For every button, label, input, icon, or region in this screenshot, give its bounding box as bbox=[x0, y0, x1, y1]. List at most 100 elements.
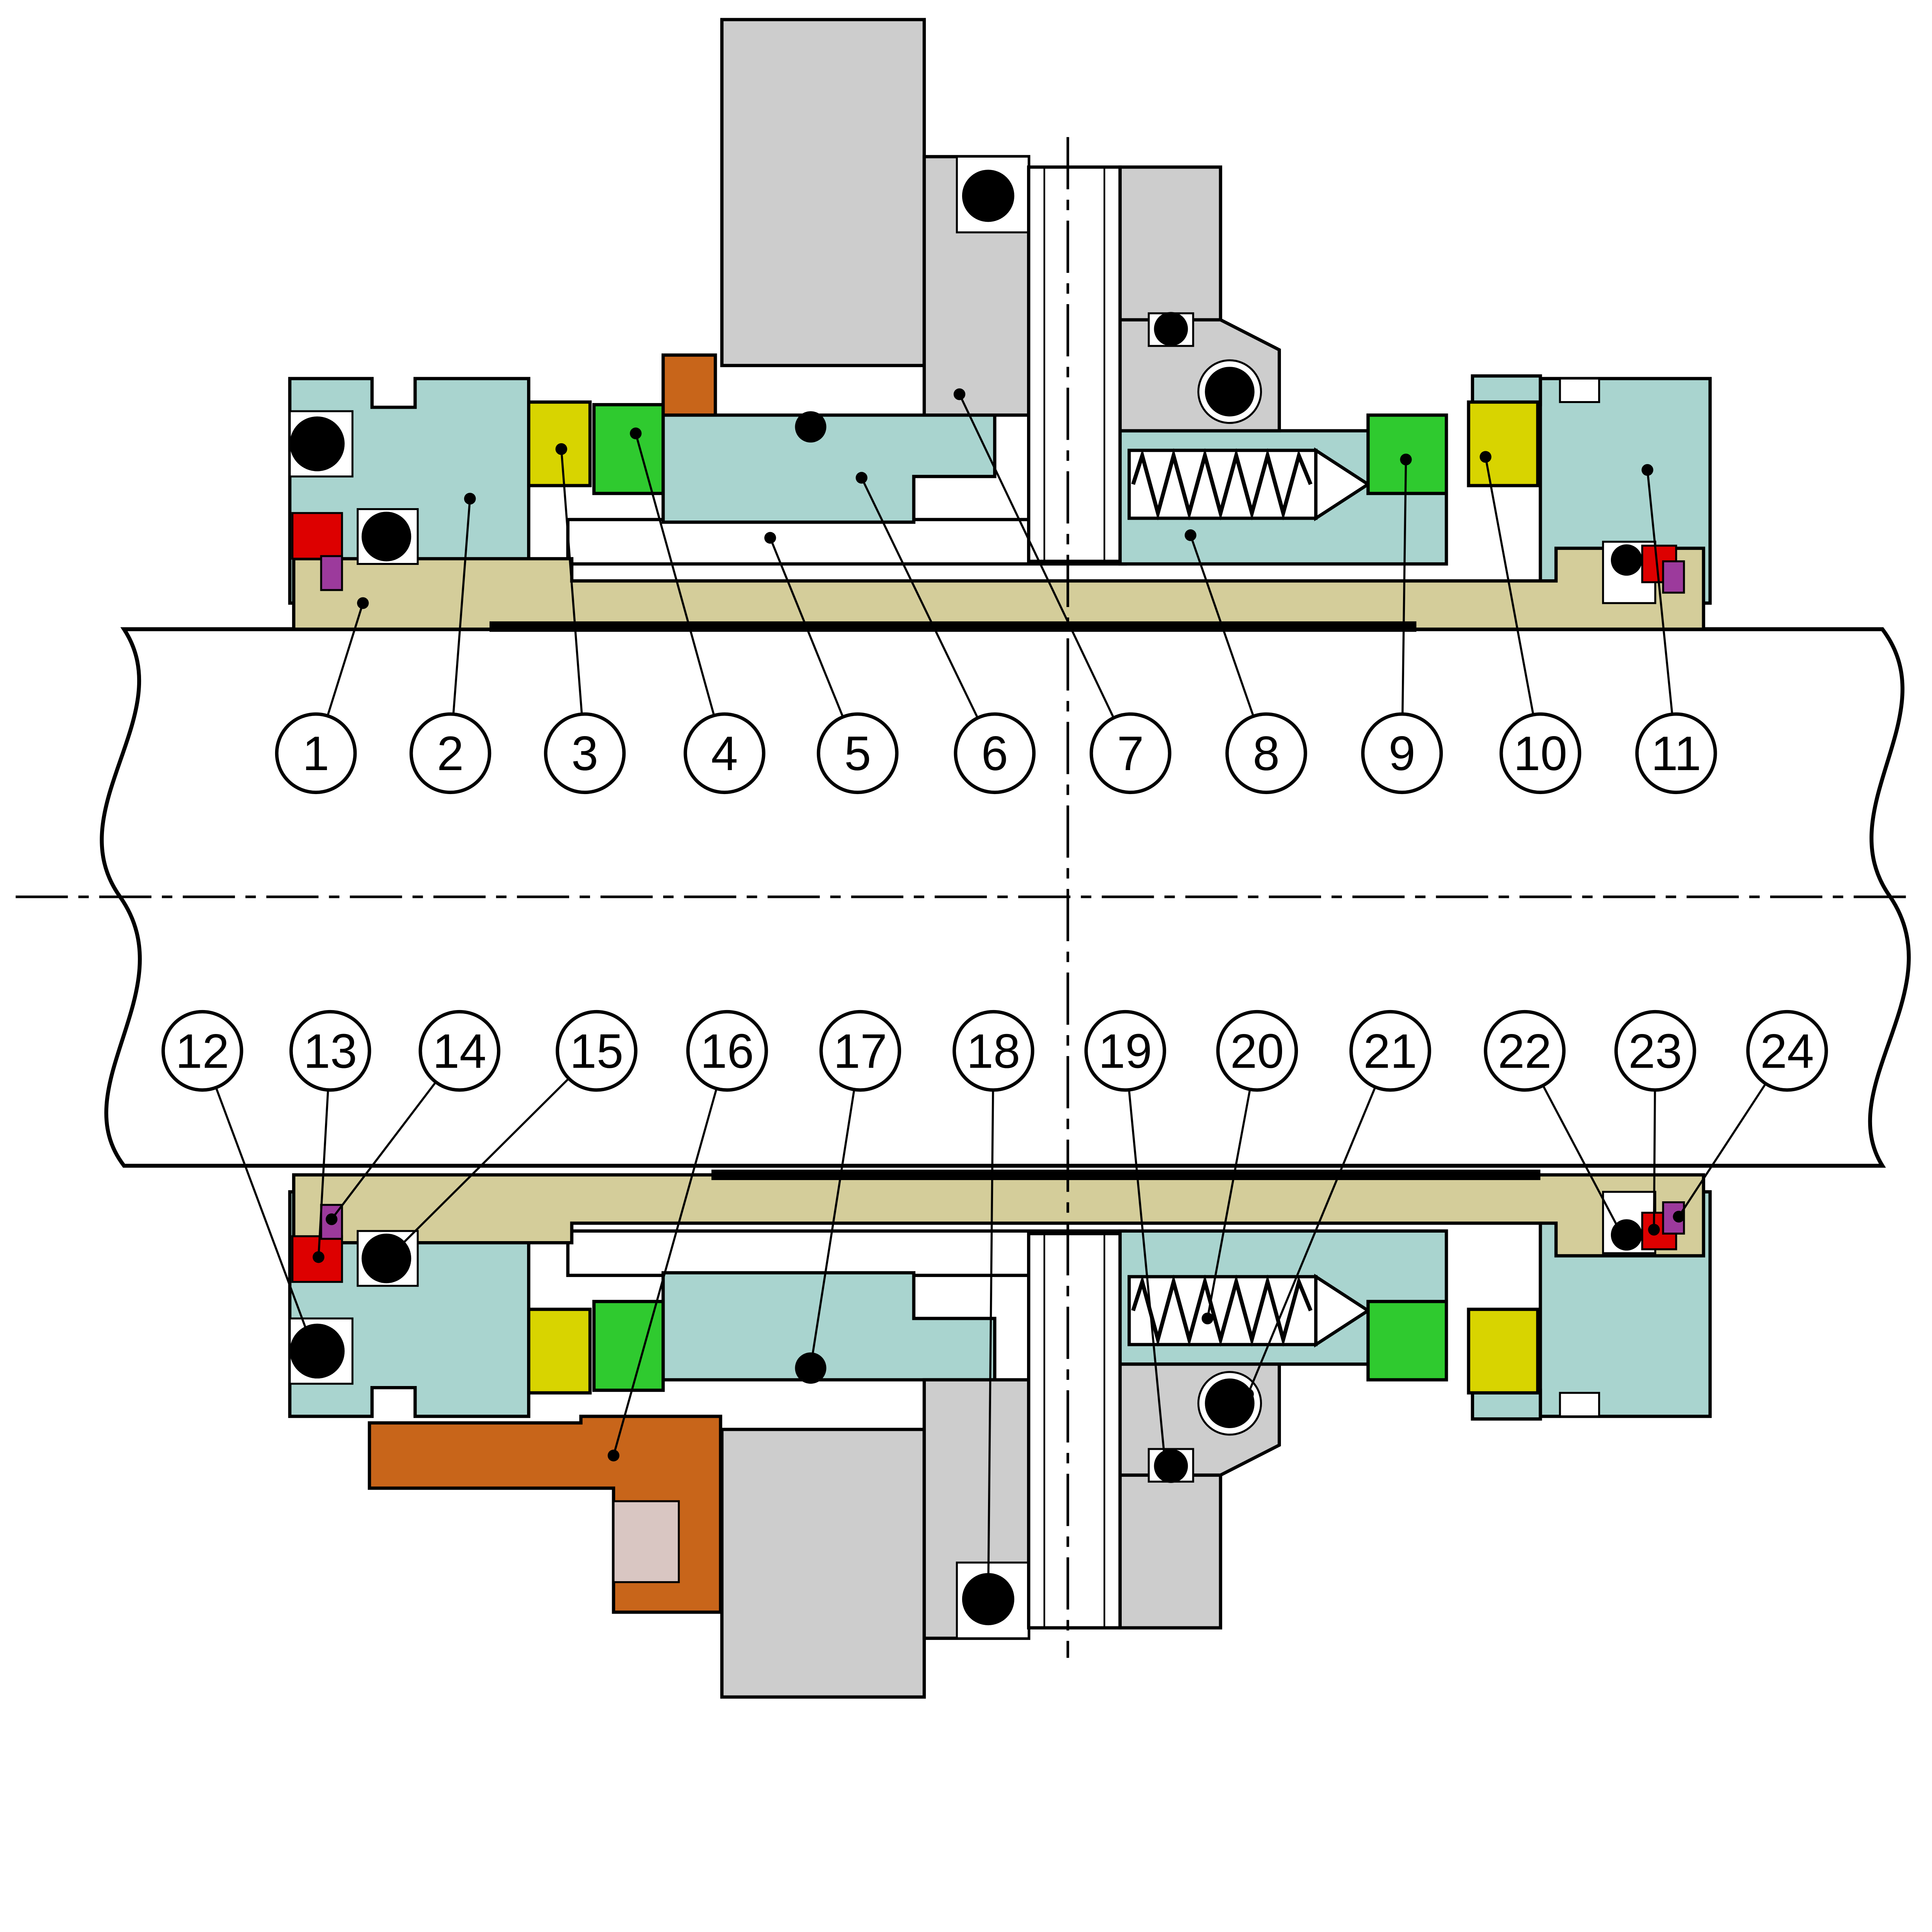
callout-leader-4 bbox=[634, 433, 715, 716]
callout-balloon-5 bbox=[816, 712, 899, 794]
upper-stud-oring bbox=[962, 170, 1014, 222]
callout-16: 16 bbox=[607, 1010, 768, 1462]
callout-dot-19 bbox=[1160, 1464, 1172, 1476]
callout-number-3: 3 bbox=[571, 727, 599, 781]
callout-leader-6 bbox=[861, 477, 979, 719]
callout-leader-18 bbox=[987, 1090, 994, 1595]
callout-leader-7 bbox=[958, 394, 1115, 718]
callout-number-21: 21 bbox=[1363, 1025, 1417, 1078]
callout-leader-1 bbox=[327, 603, 364, 716]
upper-stud-head-block bbox=[1118, 165, 1223, 321]
callout-13: 13 bbox=[289, 1010, 371, 1263]
callout-balloon-6 bbox=[954, 712, 1036, 794]
callout-dot-13 bbox=[313, 1251, 325, 1263]
lower-seat-right-yellow bbox=[1467, 1308, 1539, 1395]
callout-leader-10 bbox=[1484, 456, 1534, 715]
callout-balloon-24 bbox=[1746, 1010, 1828, 1092]
upper-seal-face-left-green bbox=[592, 403, 665, 495]
upper-housing-block bbox=[720, 18, 926, 367]
upper-left-oring-b bbox=[361, 512, 412, 561]
callout-leader-8 bbox=[1189, 535, 1255, 717]
callout-4: 4 bbox=[630, 427, 765, 794]
callout-leader-13 bbox=[317, 1090, 329, 1257]
callout-dot-17 bbox=[804, 1361, 817, 1373]
callout-number-13: 13 bbox=[303, 1025, 357, 1078]
callout-balloon-2 bbox=[409, 712, 492, 794]
callout-number-9: 9 bbox=[1389, 727, 1416, 781]
callout-balloon-9 bbox=[1361, 712, 1443, 794]
callout-leader-14 bbox=[330, 1081, 437, 1220]
callout-number-12: 12 bbox=[175, 1025, 229, 1078]
lower-clamp-insert-pink bbox=[612, 1500, 680, 1583]
lower-seat-left-yellow bbox=[527, 1308, 592, 1395]
callout-dot-8 bbox=[1184, 529, 1197, 541]
callout-balloon-21 bbox=[1349, 1010, 1431, 1092]
callout-dot-15 bbox=[383, 1251, 395, 1263]
upper-left-ring-purple bbox=[320, 555, 343, 591]
callout-number-18: 18 bbox=[966, 1025, 1020, 1078]
upper-gland-right-lip bbox=[1471, 374, 1542, 406]
callout-leader-5 bbox=[769, 537, 844, 718]
upper-gland-oring bbox=[1205, 367, 1255, 417]
callout-number-11: 11 bbox=[1651, 727, 1701, 781]
callout-dot-21 bbox=[1242, 1388, 1254, 1400]
callout-leader-11 bbox=[1646, 469, 1673, 714]
callout-balloon-19 bbox=[1084, 1010, 1166, 1092]
callout-number-8: 8 bbox=[1253, 727, 1280, 781]
callout-dot-22 bbox=[1617, 1230, 1629, 1242]
upper-right-oring bbox=[1611, 544, 1642, 576]
upper-gland-right-notch bbox=[1559, 378, 1600, 403]
callout-balloon-23 bbox=[1614, 1010, 1696, 1092]
lower-interface-line bbox=[711, 1170, 1541, 1180]
callout-number-7: 7 bbox=[1117, 727, 1144, 781]
upper-interface-line bbox=[489, 621, 1417, 632]
callout-number-4: 4 bbox=[711, 727, 738, 781]
callout-3: 3 bbox=[544, 443, 626, 794]
callout-number-5: 5 bbox=[844, 727, 871, 781]
callout-leader-19 bbox=[1128, 1090, 1167, 1470]
callout-7: 7 bbox=[953, 388, 1172, 794]
callout-leader-16 bbox=[612, 1088, 718, 1456]
callout-balloon-12 bbox=[161, 1010, 243, 1092]
callout-dot-5 bbox=[764, 532, 776, 544]
upper-left-wedge-red bbox=[291, 512, 343, 560]
callout-leader-3 bbox=[560, 449, 583, 714]
callout-2: 2 bbox=[409, 493, 492, 794]
callout-balloon-8 bbox=[1225, 712, 1307, 794]
callout-balloon-18 bbox=[952, 1010, 1034, 1092]
callout-leader-12 bbox=[215, 1087, 315, 1349]
lower-gland-right-lip bbox=[1471, 1388, 1542, 1421]
callout-9: 9 bbox=[1361, 453, 1443, 794]
callout-15: 15 bbox=[383, 1010, 638, 1263]
callout-number-20: 20 bbox=[1230, 1025, 1284, 1078]
callout-leader-17 bbox=[810, 1089, 855, 1367]
callout-dot-10 bbox=[1480, 451, 1492, 463]
callout-balloon-3 bbox=[544, 712, 626, 794]
lower-gland-right-notch bbox=[1559, 1392, 1600, 1418]
callout-dot-16 bbox=[607, 1449, 620, 1462]
callout-balloon-13 bbox=[289, 1010, 371, 1092]
lower-spring-cone bbox=[1314, 1274, 1371, 1348]
callout-leader-20 bbox=[1206, 1089, 1251, 1319]
lower-seal-carrier bbox=[661, 1271, 997, 1382]
callout-balloon-14 bbox=[418, 1010, 500, 1092]
upper-stud bbox=[1027, 165, 1122, 563]
callout-dot-6 bbox=[855, 472, 867, 484]
callout-balloon-11 bbox=[1635, 712, 1717, 794]
upper-clamp-orange bbox=[661, 353, 717, 417]
callout-dot-24 bbox=[1673, 1211, 1685, 1223]
callout-19: 19 bbox=[1084, 1010, 1172, 1476]
callout-dot-18 bbox=[982, 1589, 994, 1601]
callout-dot-1 bbox=[357, 597, 369, 609]
callout-8: 8 bbox=[1184, 529, 1307, 794]
callout-number-24: 24 bbox=[1760, 1025, 1814, 1078]
callout-balloon-7 bbox=[1089, 712, 1172, 794]
callout-leader-22 bbox=[1542, 1085, 1624, 1237]
callout-leader-23 bbox=[1653, 1090, 1656, 1230]
lower-head-oring bbox=[1154, 1449, 1188, 1483]
callout-number-1: 1 bbox=[303, 727, 330, 781]
upper-spring bbox=[1131, 448, 1313, 520]
callout-number-22: 22 bbox=[1498, 1025, 1551, 1078]
